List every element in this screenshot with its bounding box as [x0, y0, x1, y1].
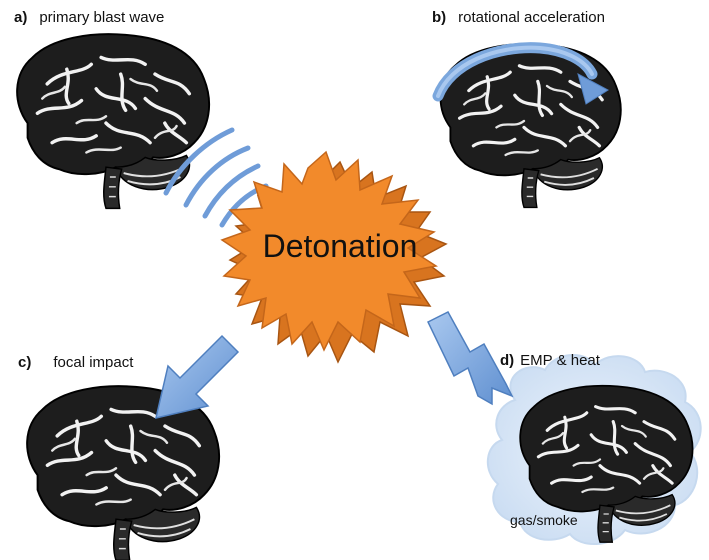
panel-c-text: focal impact	[53, 354, 134, 371]
panel-a-text: primary blast wave	[39, 9, 165, 26]
panel-b-label: b) rotational acceleration	[432, 9, 605, 26]
panel-c-label: c) focal impact	[18, 354, 133, 371]
panel-d-label: d) EMP & heat	[500, 352, 600, 369]
panel-a-letter: a)	[14, 9, 28, 26]
gas-smoke-label: gas/smoke	[510, 512, 578, 528]
explosion-star-shape	[220, 150, 438, 352]
lightning-bolt-icon	[427, 311, 514, 406]
panel-b-letter: b)	[432, 9, 447, 26]
panel-c-letter: c)	[18, 354, 32, 371]
focal-impact-arrow-icon	[154, 334, 240, 420]
panel-b-text: rotational acceleration	[458, 9, 605, 26]
brain-a-image	[15, 32, 211, 211]
rotation-arrow-icon	[432, 42, 609, 105]
panel-a-label: a) primary blast wave	[14, 9, 164, 26]
detonation-label: Detonation	[262, 228, 418, 264]
brain-c-image	[25, 384, 221, 560]
panel-d-letter: d)	[500, 352, 515, 369]
panel-d-text: EMP & heat	[520, 352, 600, 369]
